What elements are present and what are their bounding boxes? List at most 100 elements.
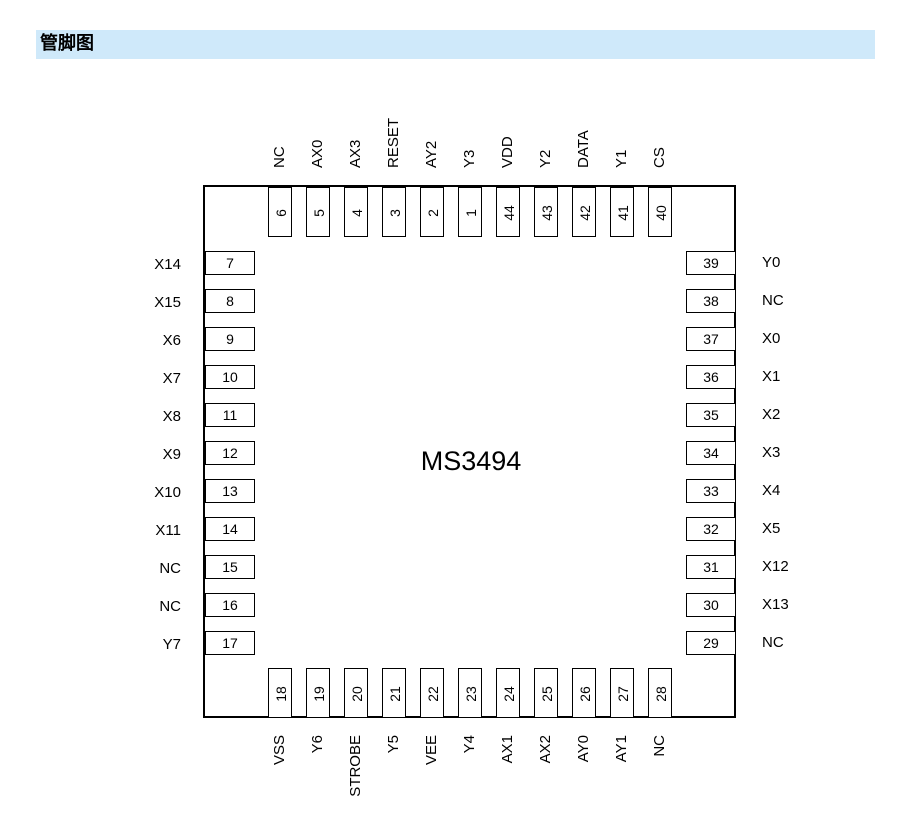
- pin-box-37: 37: [686, 327, 736, 351]
- pin-box-35: 35: [686, 403, 736, 427]
- pin-label-top: RESET: [385, 117, 402, 168]
- pin-number: 30: [703, 597, 719, 613]
- pin-number: 23: [463, 686, 479, 702]
- pin-box-40: 40: [648, 187, 672, 237]
- pin-box-7: 7: [205, 251, 255, 275]
- pin-box-17: 17: [205, 631, 255, 655]
- pin-label-right: X2: [762, 406, 781, 423]
- pin-number: 34: [703, 445, 719, 461]
- pin-number: 4: [349, 209, 365, 217]
- pin-number: 41: [615, 205, 631, 221]
- pin-number: 1: [463, 209, 479, 217]
- pin-number: 31: [703, 559, 719, 575]
- pin-number: 15: [222, 559, 238, 575]
- pin-number: 27: [615, 686, 631, 702]
- pin-label-left: X7: [162, 370, 181, 387]
- pin-label-top: CS: [651, 147, 668, 168]
- pin-number: 20: [349, 686, 365, 702]
- pin-box-33: 33: [686, 479, 736, 503]
- pin-box-2: 2: [420, 187, 444, 237]
- pin-label-bottom: AY1: [613, 735, 630, 763]
- pin-number: 26: [577, 686, 593, 702]
- pin-box-6: 6: [268, 187, 292, 237]
- pin-box-15: 15: [205, 555, 255, 579]
- section-title: 管脚图: [40, 33, 94, 54]
- pin-number: 33: [703, 483, 719, 499]
- pin-box-25: 25: [534, 668, 558, 718]
- pin-label-top: Y2: [537, 149, 554, 168]
- pin-box-10: 10: [205, 365, 255, 389]
- pin-label-left: NC: [159, 560, 181, 577]
- pin-label-left: X8: [162, 408, 181, 425]
- pin-label-right: X1: [762, 368, 781, 385]
- pin-number: 35: [703, 407, 719, 423]
- chip-body: [203, 185, 736, 718]
- pin-label-top: DATA: [575, 130, 592, 168]
- pin-label-left: X9: [162, 446, 181, 463]
- pin-label-right: NC: [762, 634, 784, 651]
- pin-box-3: 3: [382, 187, 406, 237]
- pin-box-42: 42: [572, 187, 596, 237]
- pin-label-top: AY2: [423, 140, 440, 168]
- pin-number: 42: [577, 205, 593, 221]
- pin-label-top: Y1: [613, 149, 630, 168]
- pin-label-right: NC: [762, 292, 784, 309]
- pin-number: 12: [222, 445, 238, 461]
- pin-box-23: 23: [458, 668, 482, 718]
- pin-box-36: 36: [686, 365, 736, 389]
- pin-label-bottom: AX1: [499, 735, 516, 764]
- pin-box-41: 41: [610, 187, 634, 237]
- pin-box-4: 4: [344, 187, 368, 237]
- pin-box-5: 5: [306, 187, 330, 237]
- pin-number: 10: [222, 369, 238, 385]
- pin-number: 24: [501, 686, 517, 702]
- pin-box-32: 32: [686, 517, 736, 541]
- pin-label-bottom: AY0: [575, 735, 592, 763]
- pin-number: 39: [703, 255, 719, 271]
- pin-number: 25: [539, 686, 555, 702]
- pin-label-bottom: VSS: [271, 735, 288, 766]
- pin-box-34: 34: [686, 441, 736, 465]
- pin-label-left: NC: [159, 598, 181, 615]
- pin-box-44: 44: [496, 187, 520, 237]
- pin-number: 16: [222, 597, 238, 613]
- pin-box-24: 24: [496, 668, 520, 718]
- pin-label-left: X10: [154, 484, 181, 501]
- pin-box-26: 26: [572, 668, 596, 718]
- pin-box-13: 13: [205, 479, 255, 503]
- pin-number: 17: [222, 635, 238, 651]
- pin-number: 14: [222, 521, 238, 537]
- pin-box-39: 39: [686, 251, 736, 275]
- pin-label-left: Y7: [162, 636, 181, 653]
- pin-box-29: 29: [686, 631, 736, 655]
- pin-box-43: 43: [534, 187, 558, 237]
- pin-number: 38: [703, 293, 719, 309]
- pin-box-19: 19: [306, 668, 330, 718]
- pin-number: 29: [703, 635, 719, 651]
- pin-number: 6: [273, 209, 289, 217]
- pin-number: 11: [222, 407, 238, 423]
- pin-label-right: X12: [762, 558, 789, 575]
- section-header: 管脚图: [36, 30, 875, 59]
- pin-number: 19: [311, 686, 327, 702]
- pin-label-bottom: Y5: [385, 735, 402, 754]
- pin-number: 44: [501, 205, 517, 221]
- pin-number: 36: [703, 369, 719, 385]
- pin-number: 5: [311, 209, 327, 217]
- pin-number: 28: [653, 686, 669, 702]
- pin-label-bottom: Y6: [309, 735, 326, 754]
- pin-number: 3: [387, 209, 403, 217]
- pin-label-top: Y3: [461, 149, 478, 168]
- pin-number: 43: [539, 205, 555, 221]
- pin-box-1: 1: [458, 187, 482, 237]
- pin-number: 7: [226, 255, 234, 271]
- pin-label-top: AX0: [309, 139, 326, 168]
- pin-box-8: 8: [205, 289, 255, 313]
- pin-label-right: X13: [762, 596, 789, 613]
- pin-label-left: X11: [155, 522, 181, 539]
- pin-box-11: 11: [205, 403, 255, 427]
- pin-number: 9: [226, 331, 234, 347]
- pin-number: 32: [703, 521, 719, 537]
- pin-box-14: 14: [205, 517, 255, 541]
- pin-label-top: NC: [271, 146, 288, 168]
